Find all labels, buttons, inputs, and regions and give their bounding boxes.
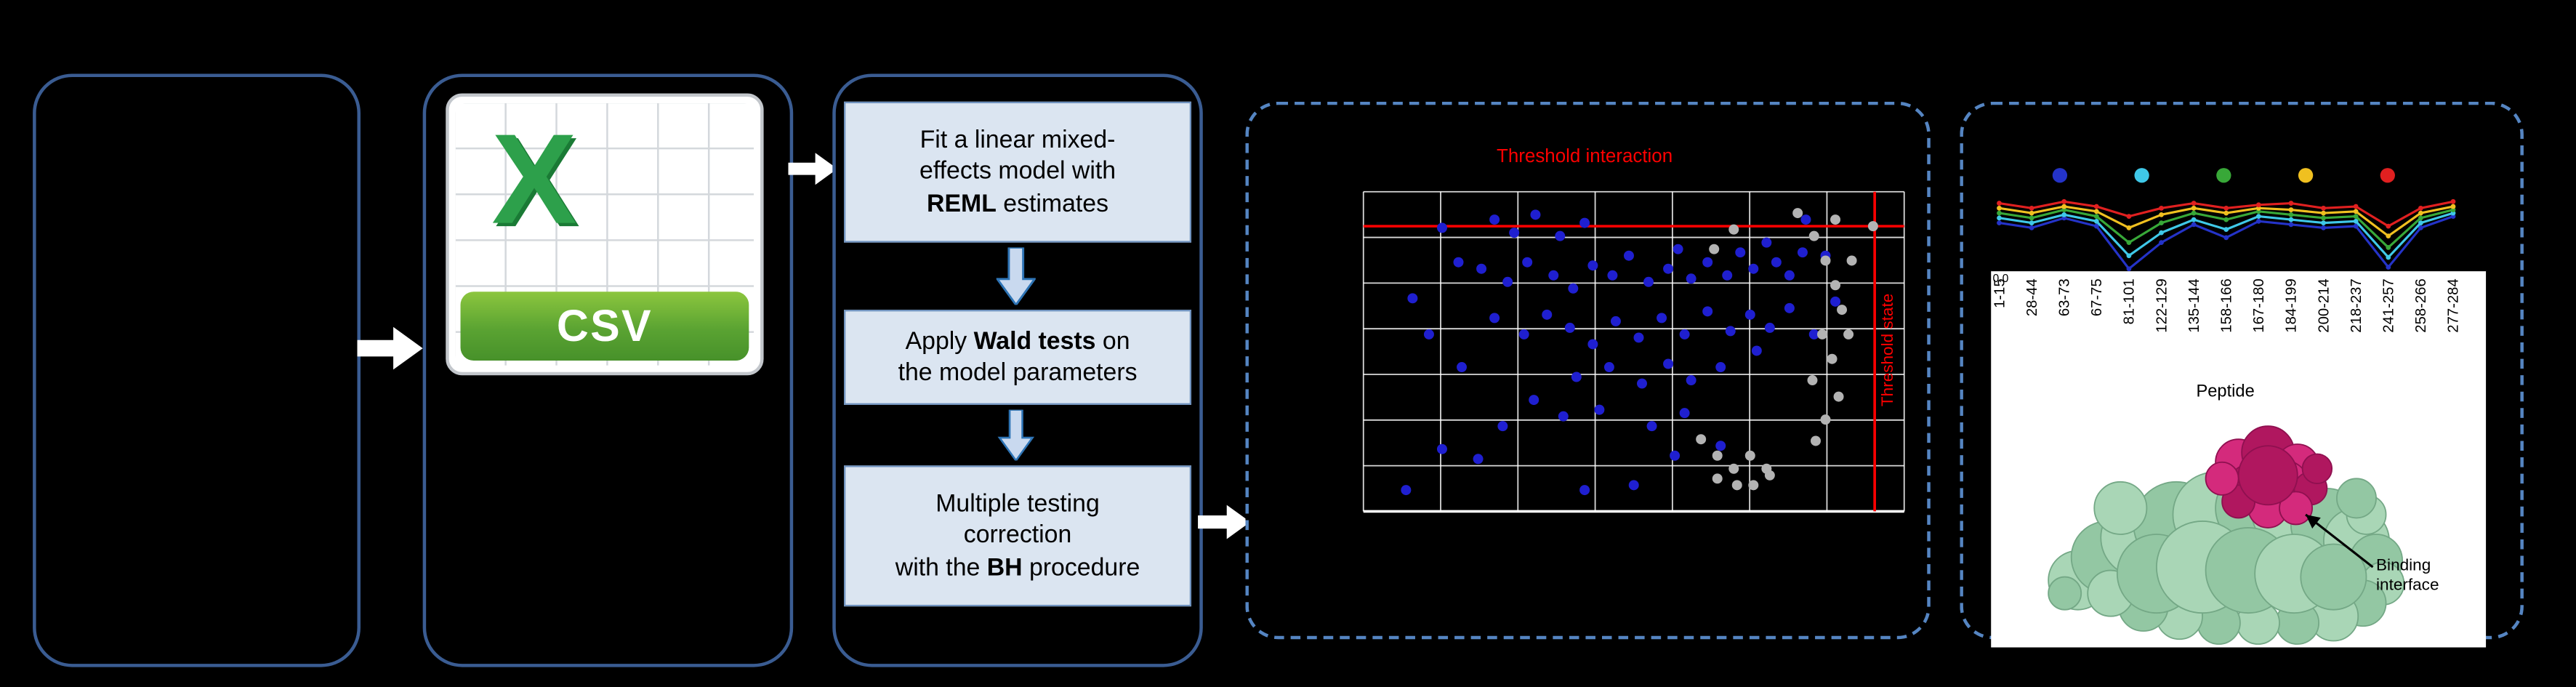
hdx-panel: 1-15 28-44 63-73 67-75 81-101 122-129 135-144 1… (1960, 101, 2524, 648)
svg-text:135-144: 135-144 (2186, 278, 2202, 332)
flow-arrow-right-1 (357, 326, 423, 370)
svg-text:1-15: 1-15 (1992, 278, 2008, 308)
step-text: Apply Wald tests on the model parameters (898, 327, 1138, 387)
input-box (33, 73, 361, 667)
svg-text:218-237: 218-237 (2348, 278, 2364, 332)
svg-text:122-129: 122-129 (2154, 278, 2170, 332)
svg-text:277-284: 277-284 (2446, 278, 2462, 332)
svg-text:200-214: 200-214 (2316, 278, 2332, 332)
threshold-scatter-chart (1362, 190, 1905, 513)
peptide-axis-label: Peptide (2196, 382, 2255, 402)
flow-arrow-right-2 (788, 153, 838, 185)
down-arrow-1 (996, 247, 1036, 305)
binding-interface-arrow (2305, 513, 2374, 569)
step-wald: Apply Wald tests on the model parameters (844, 310, 1192, 405)
protein-surface (2048, 467, 2405, 645)
svg-text:28-44: 28-44 (2024, 278, 2040, 316)
csv-banner-label: CSV (460, 292, 749, 361)
svg-text:67-75: 67-75 (2089, 278, 2105, 316)
svg-text:184-199: 184-199 (2284, 278, 2300, 332)
step-text: Multiple testing correction with the BH … (895, 491, 1140, 582)
nonsignificant-points (1696, 208, 1878, 491)
threshold-state-label: Threshold state (1879, 294, 1898, 408)
svg-text:167-180: 167-180 (2251, 278, 2267, 332)
csv-file-icon: X CSV (446, 93, 764, 376)
binding-interface-surface (2205, 425, 2333, 529)
svg-text:63-73: 63-73 (2056, 278, 2072, 316)
svg-text:158-166: 158-166 (2219, 278, 2235, 332)
step-bh: Multiple testing correction with the BH … (844, 465, 1192, 607)
timepoint-legend-dots (2052, 168, 2395, 183)
svg-text:81-101: 81-101 (2122, 278, 2138, 324)
scatter-panel: Threshold interaction Threshold state (1245, 101, 1931, 640)
step-text: Fit a linear mixed- effects model with R… (919, 126, 1116, 217)
uptake-and-protein-chart: 1-15 28-44 63-73 67-75 81-101 122-129 135-144 1… (1991, 168, 2487, 648)
annotation-line-1: Binding (2376, 557, 2431, 576)
scatter-grid (1362, 190, 1905, 513)
y-axis-tick: 0.0 (1992, 273, 2009, 286)
excel-x-icon: X (491, 105, 577, 250)
svg-text:241-257: 241-257 (2381, 278, 2397, 332)
csv-box: X CSV (422, 73, 794, 667)
step-reml: Fit a linear mixed- effects model with R… (844, 101, 1192, 243)
peptide-tick-labels: 1-15 28-44 63-73 67-75 81-101 122-129 135-144 1… (1992, 278, 2461, 332)
flow-arrow-right-3 (1198, 505, 1251, 539)
svg-text:258-266: 258-266 (2413, 278, 2429, 332)
down-arrow-2 (997, 409, 1035, 461)
significant-points (1401, 209, 1841, 496)
threshold-interaction-label: Threshold interaction (1497, 147, 1673, 167)
binding-interface-annotation: Binding interface (2376, 558, 2439, 597)
annotation-line-2: interface (2376, 576, 2439, 595)
model-steps-box: Fit a linear mixed- effects model with R… (832, 73, 1203, 667)
uptake-difference-lines (1997, 198, 2456, 272)
